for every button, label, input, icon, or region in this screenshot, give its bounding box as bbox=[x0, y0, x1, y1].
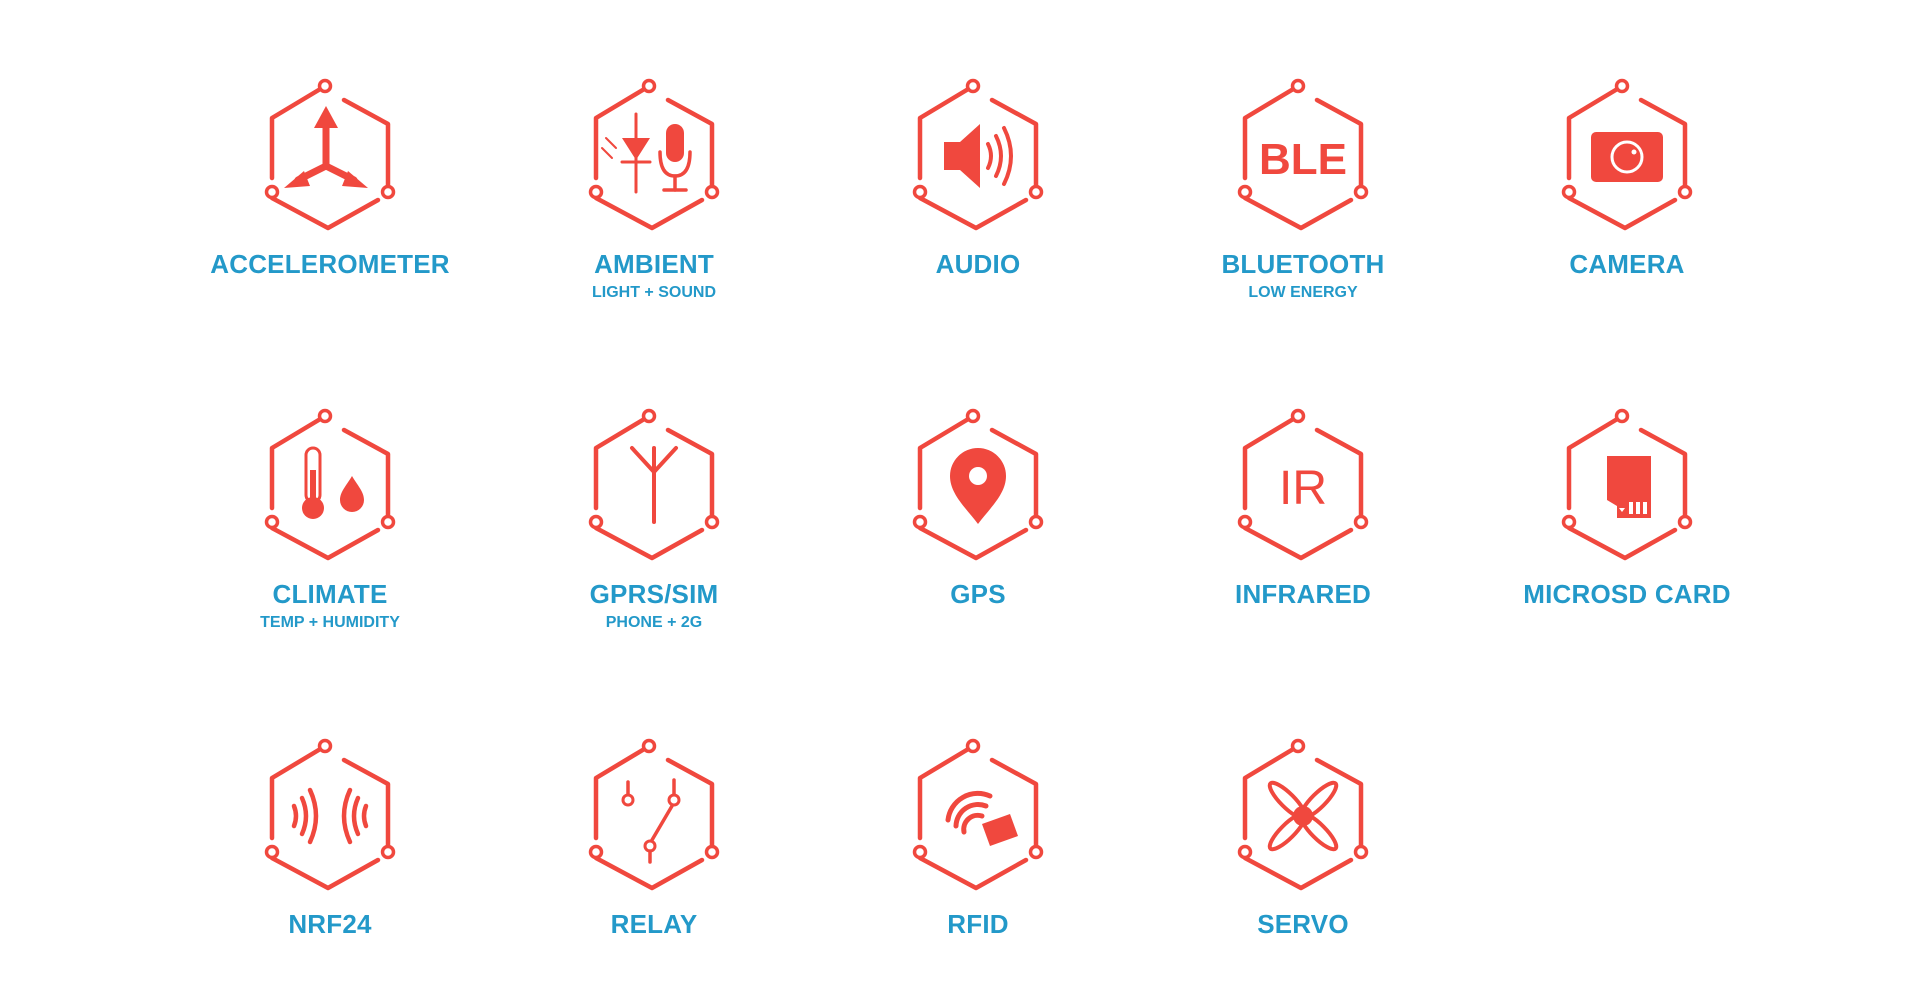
module-rfid: RFID bbox=[828, 738, 1128, 944]
relay-switch-icon bbox=[588, 738, 720, 891]
hex-frame bbox=[912, 78, 1044, 231]
hex-frame bbox=[1237, 78, 1369, 231]
hex-frame bbox=[588, 408, 720, 561]
radio-waves-glyph bbox=[291, 787, 369, 845]
module-title: AMBIENT bbox=[594, 249, 714, 279]
nrf24-icon bbox=[264, 738, 396, 891]
droplet-icon bbox=[340, 476, 364, 512]
module-subtitle: PHONE + 2G bbox=[605, 614, 703, 631]
hex-frame bbox=[264, 408, 396, 561]
servo-propeller-icon bbox=[1237, 738, 1369, 891]
module-title: INFRARED bbox=[1235, 579, 1371, 609]
microsd-card-icon bbox=[1561, 408, 1693, 561]
accelerometer-glyph bbox=[284, 106, 368, 188]
ble-glyph-text: BLE bbox=[1259, 135, 1347, 184]
gps-pin-icon bbox=[912, 408, 1044, 561]
module-accelerometer: ACCELEROMETER bbox=[180, 78, 480, 284]
module-title: AUDIO bbox=[935, 249, 1021, 279]
camera-glyph bbox=[1591, 132, 1663, 182]
hex-frame bbox=[912, 408, 1044, 561]
module-microsd-card: MICROSD CARD bbox=[1477, 408, 1777, 614]
module-title: BLUETOOTH bbox=[1221, 249, 1385, 279]
rfid-glyph bbox=[945, 790, 1018, 846]
switch-glyph bbox=[621, 778, 681, 864]
ambient-icon bbox=[588, 78, 720, 231]
ir-glyph-text: IR bbox=[1279, 462, 1327, 515]
sd-card-glyph bbox=[1607, 456, 1651, 518]
accelerometer-icon bbox=[264, 78, 396, 231]
hex-frame bbox=[588, 78, 720, 231]
module-infrared: IR INFRARED bbox=[1153, 408, 1453, 614]
infrared-icon: IR bbox=[1237, 408, 1369, 561]
module-title: RFID bbox=[947, 909, 1009, 939]
climate-icon bbox=[264, 408, 396, 561]
hex-frame bbox=[588, 738, 720, 891]
module-title: CAMERA bbox=[1569, 249, 1685, 279]
module-ambient: AMBIENT LIGHT + SOUND bbox=[504, 78, 804, 302]
module-servo: SERVO bbox=[1153, 738, 1453, 944]
hex-frame bbox=[912, 738, 1044, 891]
audio-icon bbox=[912, 78, 1044, 231]
hex-frame bbox=[1237, 408, 1369, 561]
hex-frame bbox=[1561, 78, 1693, 231]
module-title: NRF24 bbox=[288, 909, 372, 939]
gprs-antenna-icon bbox=[588, 408, 720, 561]
thermometer-glyph bbox=[302, 446, 324, 519]
module-relay: RELAY bbox=[504, 738, 804, 944]
hex-frame bbox=[264, 738, 396, 891]
hex-frame bbox=[1561, 408, 1693, 561]
antenna-glyph bbox=[630, 446, 678, 524]
module-gps: GPS bbox=[828, 408, 1128, 614]
bluetooth-icon: BLE bbox=[1237, 78, 1369, 231]
ambient-glyph bbox=[601, 112, 692, 194]
module-nrf24: NRF24 bbox=[180, 738, 480, 944]
module-gprs-sim: GPRS/SIM PHONE + 2G bbox=[504, 408, 804, 632]
module-title: GPS bbox=[950, 579, 1006, 609]
module-title: SERVO bbox=[1257, 909, 1349, 939]
propeller-glyph bbox=[1267, 780, 1339, 852]
module-title: MICROSD CARD bbox=[1523, 579, 1731, 609]
module-bluetooth: BLE BLUETOOTH LOW ENERGY bbox=[1153, 78, 1453, 302]
camera-icon bbox=[1561, 78, 1693, 231]
speaker-glyph bbox=[944, 124, 1013, 188]
module-climate: CLIMATE TEMP + HUMIDITY bbox=[180, 408, 480, 632]
module-title: RELAY bbox=[610, 909, 698, 939]
map-pin-glyph bbox=[950, 448, 1006, 524]
module-audio: AUDIO bbox=[828, 78, 1128, 284]
module-subtitle: TEMP + HUMIDITY bbox=[260, 614, 400, 631]
hex-frame bbox=[1237, 738, 1369, 891]
module-camera: CAMERA bbox=[1477, 78, 1777, 284]
module-title: CLIMATE bbox=[272, 579, 388, 609]
hex-frame bbox=[264, 78, 396, 231]
rfid-icon bbox=[912, 738, 1044, 891]
module-title: ACCELEROMETER bbox=[210, 249, 450, 279]
module-subtitle: LIGHT + SOUND bbox=[591, 284, 716, 301]
module-title: GPRS/SIM bbox=[589, 579, 719, 609]
module-subtitle: LOW ENERGY bbox=[1248, 284, 1358, 301]
